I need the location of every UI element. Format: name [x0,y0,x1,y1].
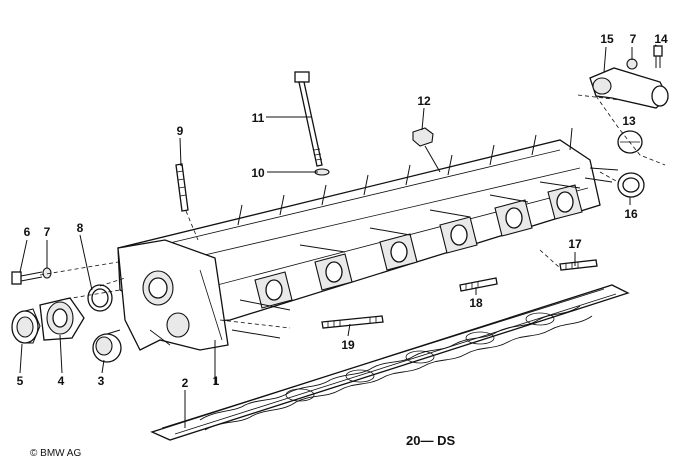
part-19-stud [321,315,384,329]
callout-14: 14 [654,32,668,46]
part-6-bolt [11,271,43,285]
part-3-seal [92,329,122,363]
callout-13: 13 [622,114,636,128]
callout-5: 5 [17,374,24,388]
callout-6: 6 [24,225,31,239]
part-8-o-ring [87,284,113,312]
callout-18: 18 [469,296,483,310]
callout-3: 3 [98,374,105,388]
cylinder-head-gasket [150,284,630,441]
callout-11: 11 [252,111,265,125]
callout-1: 1 [213,374,220,388]
diagram-code: 20— DS [406,433,455,448]
callout-17: 17 [568,237,582,251]
callout-19: 19 [341,338,355,352]
callout-leaders [19,44,658,428]
part-18-stud [459,277,498,292]
callout-2: 2 [182,376,189,390]
callout-8: 8 [77,221,84,235]
callout-7: 7 [44,225,51,239]
part-4-flange [39,297,85,341]
part-11-head-bolt [294,71,323,167]
assembly-lines [39,94,666,329]
callout-7-upper: 7 [630,32,637,46]
callout-16: 16 [624,207,638,221]
cylinder-head [117,127,619,351]
part-14-bolt [653,45,663,68]
callout-12: 12 [417,94,431,108]
copyright: © BMW AG [30,448,81,459]
part-17-stud [559,259,598,271]
part-7-upper-washer [626,58,638,70]
part-5-seal-ring [11,308,41,344]
callout-10: 10 [251,166,265,180]
callout-4: 4 [58,374,65,388]
part-9-stud [175,163,189,212]
callout-15: 15 [600,32,614,46]
callout-9: 9 [177,124,184,138]
part-12-nut [412,127,441,173]
part-16-gasket [617,172,645,198]
part-15-outlet-pipe [589,67,669,109]
callout-labels: 1 2 3 4 5 6 7 8 9 10 11 12 13 14 15 7 16… [17,32,668,390]
